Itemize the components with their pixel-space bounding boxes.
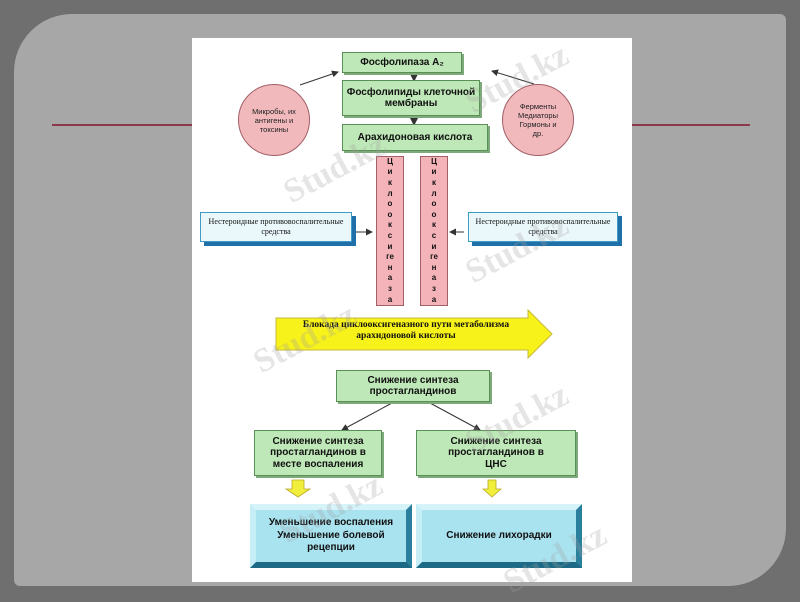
blockade-arrow-shape	[275, 308, 553, 360]
prostaglandin-reduction-box: Снижение синтеза простагландинов	[336, 370, 490, 402]
cox-label-right: Циклооксигеназа	[430, 156, 438, 304]
outcome-fever-box: Снижение лихорадки	[416, 504, 582, 568]
cox-column-left: Циклооксигеназа	[376, 156, 404, 306]
phospholipids-box: Фосфолипиды клеточной мембраны	[342, 80, 480, 116]
nsaid-box-right: Нестероидные противовоспалительные средс…	[468, 212, 618, 242]
nsaid-box-left: Нестероидные противовоспалительные средс…	[200, 212, 352, 242]
decorative-line-right	[626, 124, 750, 126]
reduction-inflammation-box: Снижение синтеза простагландинов в месте…	[254, 430, 382, 476]
phospholipase-box: Фосфолипаза А₂	[342, 52, 462, 73]
arachidonic-acid-box: Арахидоновая кислота	[342, 124, 488, 151]
cox-label-left: Циклооксигеназа	[386, 156, 394, 304]
reduction-cns-box: Снижение синтеза простагландинов в ЦНС	[416, 430, 576, 476]
blockade-label: Блокада циклооксигеназного пути метаболи…	[302, 320, 510, 342]
outcome-inflammation-box: Уменьшение воспаления Уменьшение болевой…	[250, 504, 412, 568]
connector-arrows	[275, 68, 553, 498]
cox-column-right: Циклооксигеназа	[420, 156, 448, 306]
microbes-circle: Микробы, их антигены и токсины	[238, 84, 310, 156]
ferments-circle: Ферменты Медиаторы Гормоны и др.	[502, 84, 574, 156]
diagram-panel: Фосфолипаза А₂ Фосфолипиды клеточной мем…	[192, 38, 632, 582]
decorative-line-left	[52, 124, 192, 126]
